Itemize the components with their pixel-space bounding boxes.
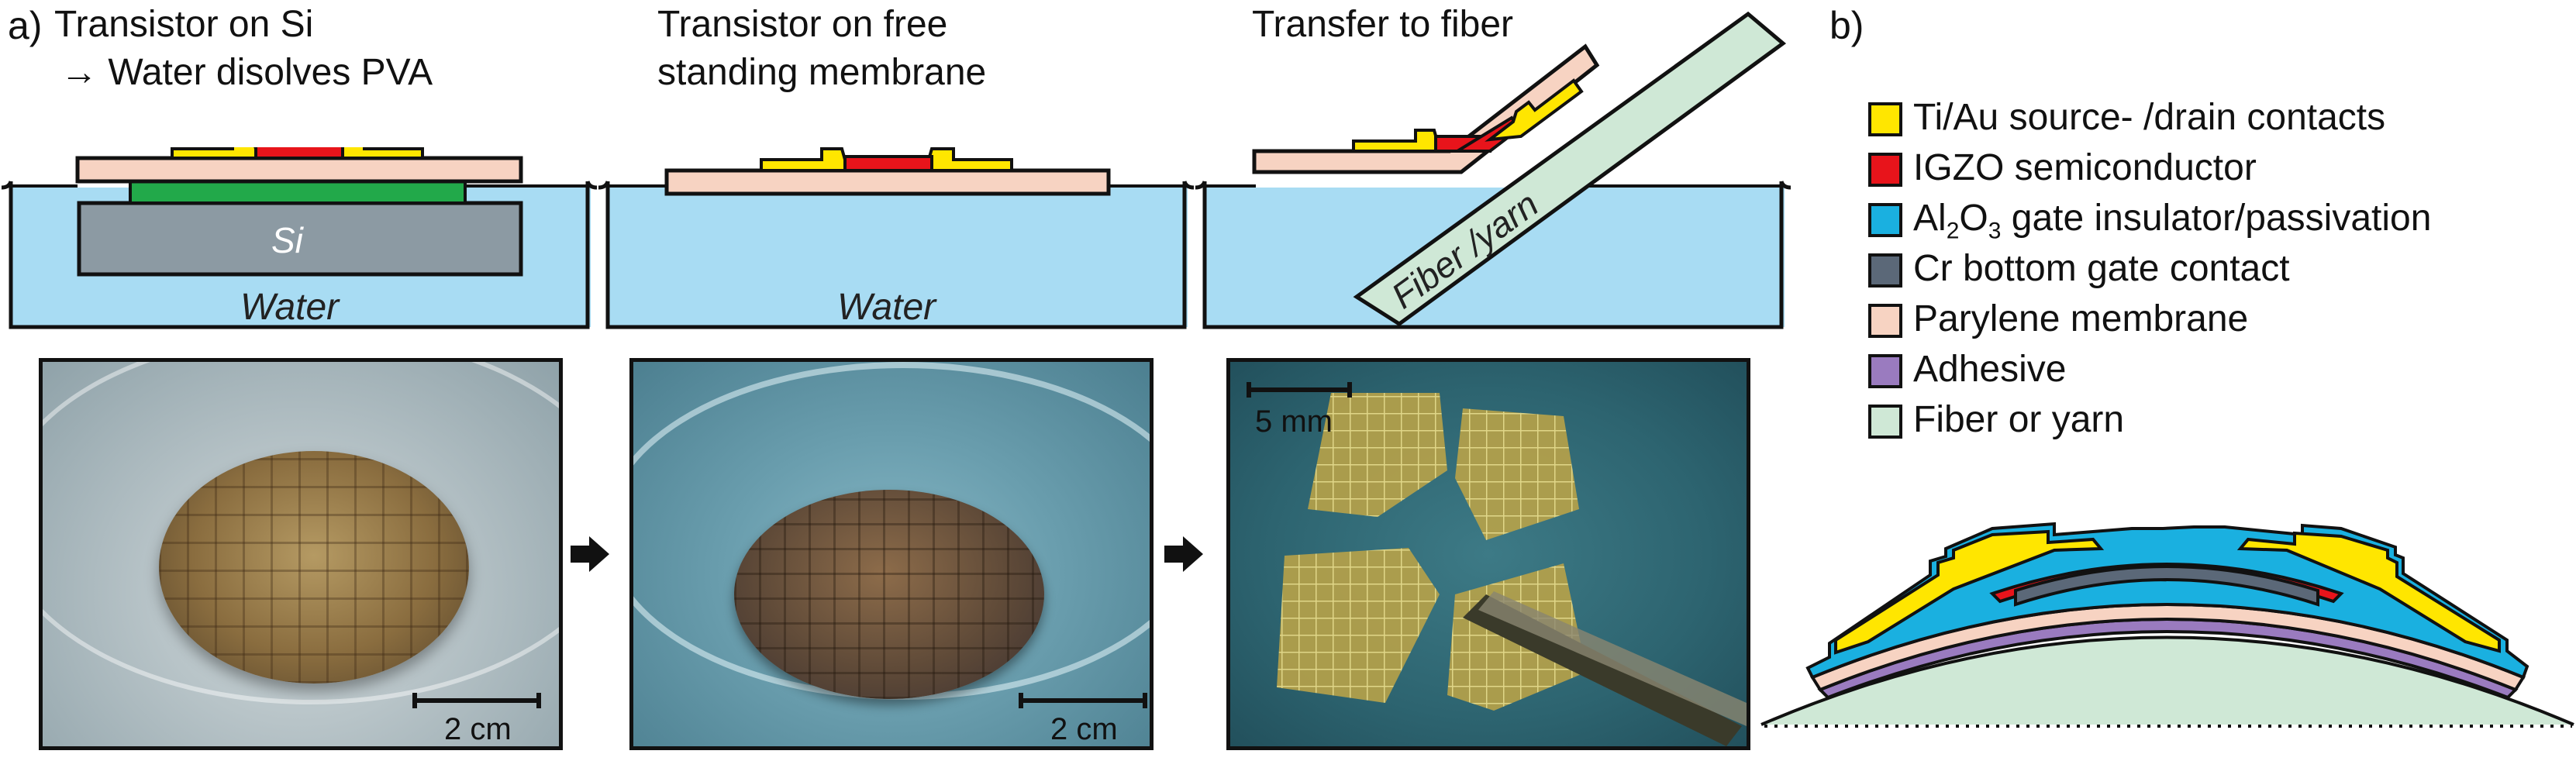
wafer — [159, 451, 469, 684]
cross-section-on-fiber — [1760, 522, 2574, 728]
igzo-channel — [843, 155, 933, 172]
step2-title-line1: Transistor on free — [657, 4, 948, 45]
svg-text:5 mm: 5 mm — [1255, 405, 1333, 438]
water-surface — [1195, 181, 1791, 329]
schematic-step2: Water — [598, 147, 1194, 329]
water-label-2: Water — [837, 287, 937, 328]
legend-swatch-cr — [1868, 253, 1902, 288]
parylene-membrane — [75, 156, 523, 184]
ti-au-contacts — [1834, 529, 2105, 655]
pva-layer — [129, 180, 467, 205]
legend-swatch-ti-au — [1868, 102, 1902, 136]
panel-a-label: a) — [8, 4, 43, 47]
step2-title-line2: standing membrane — [657, 52, 987, 93]
cr-gate-layer — [2014, 565, 2319, 607]
petri-dish-rim — [43, 362, 559, 704]
membrane-wafer — [734, 490, 1044, 699]
svg-text:2 cm: 2 cm — [1050, 712, 1118, 746]
legend-label-ti-au: Ti/Au source- /drain contacts — [1913, 97, 2386, 138]
svg-text:2 cm: 2 cm — [444, 712, 512, 746]
schematic-step3: Fiber /yarn — [1195, 11, 1791, 329]
scale-bar-2: 2 cm — [1019, 693, 1147, 746]
step1-title-line2: → Water disolves PVA — [60, 52, 433, 93]
legend-label-igzo: IGZO semiconductor — [1913, 147, 2257, 188]
legend-label-parylene: Parylene membrane — [1913, 298, 2249, 339]
panel-b-label: b) — [1829, 4, 1864, 47]
arrow-right-icon — [571, 536, 609, 572]
legend-swatch-fiber — [1868, 405, 1902, 439]
igzo-channel — [254, 147, 344, 160]
si-label: Si — [271, 220, 305, 260]
water-label-1: Water — [240, 287, 340, 328]
scale-bar-1: 2 cm — [412, 693, 541, 746]
parylene-membrane — [664, 168, 1111, 196]
legend-swatch-adhesive — [1868, 354, 1902, 388]
contact-right — [1485, 78, 1584, 142]
legend-label-cr: Cr bottom gate contact — [1913, 248, 2290, 289]
photo-transfer-fiber: 5 mm — [1226, 358, 1750, 750]
schematic-step1: Si Water — [1, 147, 597, 329]
water-region — [606, 188, 1188, 327]
transferred-membrane — [1277, 393, 1747, 746]
legend-label-al2o3: Al2O3 gate insulator/passivation — [1913, 198, 2432, 244]
water-surface — [598, 181, 1194, 329]
step1-title-line1: Transistor on Si — [54, 4, 314, 45]
fiber-yarn — [1353, 11, 1787, 327]
legend-label-adhesive: Adhesive — [1913, 349, 2067, 390]
step3-title: Transfer to fiber — [1252, 4, 1514, 45]
photo-free-membrane: 2 cm — [629, 358, 1154, 750]
legend-label-fiber: Fiber or yarn — [1913, 399, 2125, 440]
arrow-right-icon — [1164, 536, 1203, 572]
legend-swatch-parylene — [1868, 304, 1902, 338]
legend-swatch-al2o3 — [1868, 203, 1902, 237]
scale-bar-3: 5 mm — [1247, 382, 1352, 438]
ti-au-contacts — [2236, 531, 2501, 653]
photo-wafer-on-si: 2 cm — [39, 358, 563, 750]
water-surface — [1, 181, 597, 329]
legend-swatch-igzo — [1868, 153, 1902, 187]
